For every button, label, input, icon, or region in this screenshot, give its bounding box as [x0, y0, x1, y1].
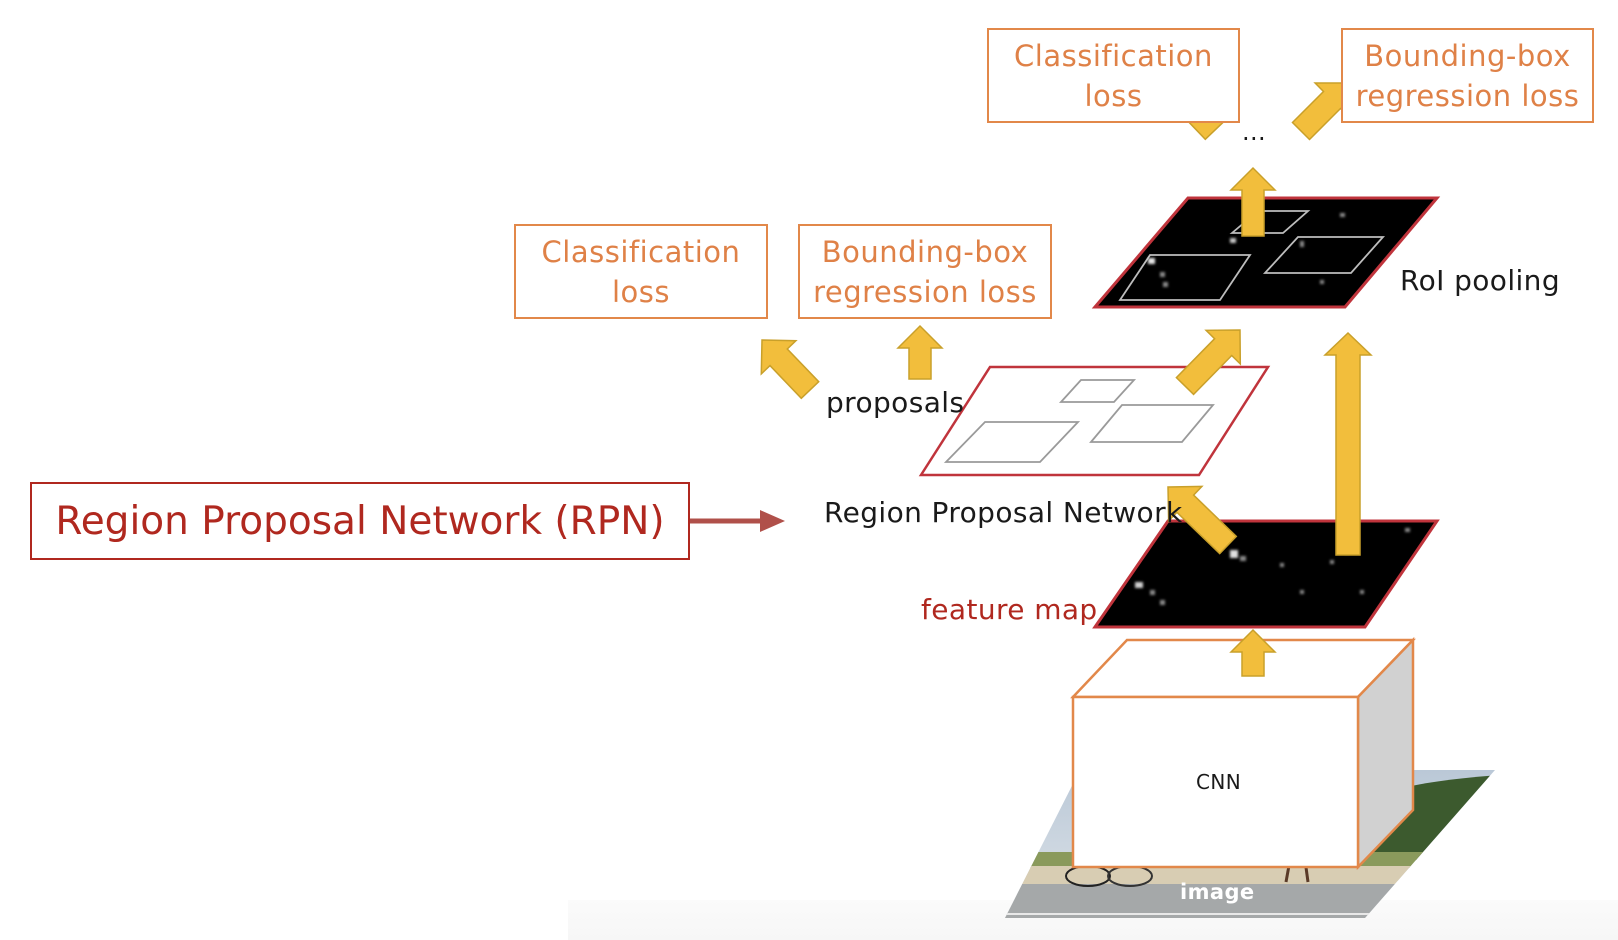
rpn-classification-loss-line2: loss [611, 274, 671, 309]
flow-arrows [760, 82, 1373, 677]
head-bbox-loss-line1: Bounding-box [1364, 38, 1571, 73]
cnn-label: CNN [1196, 770, 1242, 794]
image-label: image [1180, 880, 1255, 904]
proposals-label: proposals [826, 386, 965, 419]
proposal-box [1058, 379, 1137, 403]
rpn-callout-label: Region Proposal Network (RPN) [55, 498, 665, 544]
proposal-box [1089, 404, 1215, 443]
rpn-callout-box: Region Proposal Network (RPN) [30, 482, 690, 560]
rpn-classification-loss-line1: Classification [541, 234, 741, 269]
proposal-box [943, 421, 1081, 463]
proposals-to-bbox-loss-arrow [896, 324, 944, 380]
cnn-block [1070, 636, 1416, 871]
head-bbox-loss-line2: regression loss [1355, 78, 1580, 113]
head-classification-loss-line2: loss [1084, 78, 1143, 113]
cnn-to-feature-map-arrow [1229, 628, 1277, 677]
roi-pooling-label: RoI pooling [1400, 264, 1560, 297]
rpn-bbox-regression-loss-box: Bounding-box regression loss [798, 224, 1052, 319]
proposals-plane [918, 365, 1271, 477]
head-classification-loss-box: Classification loss [987, 28, 1240, 123]
ellipsis-label: ... [1242, 118, 1267, 146]
roi-box [1262, 236, 1386, 274]
feature-map-label: feature map [921, 593, 1098, 626]
feature-map-plane [1092, 519, 1440, 629]
feature-map-to-rpn-arrow [1167, 485, 1238, 555]
callout-arrow [690, 510, 785, 532]
feature-map-to-roi-arrow [1323, 331, 1373, 556]
rpn-label: Region Proposal Network [824, 496, 1183, 529]
roi-pooling-plane [1091, 196, 1441, 309]
proposals-to-cls-loss-arrow [760, 339, 820, 400]
roi-to-head-arrow [1229, 166, 1277, 237]
proposals-to-roi-arrow [1175, 329, 1242, 396]
head-classification-loss-line1: Classification [1014, 38, 1213, 73]
roi-box [1118, 254, 1252, 301]
rpn-bbox-loss-line2: regression loss [813, 274, 1037, 309]
cnn-front-face [1071, 695, 1360, 869]
head-bbox-regression-loss-box: Bounding-box regression loss [1341, 28, 1594, 123]
rpn-classification-loss-box: Classification loss [514, 224, 768, 319]
rpn-bbox-loss-line1: Bounding-box [821, 234, 1029, 269]
